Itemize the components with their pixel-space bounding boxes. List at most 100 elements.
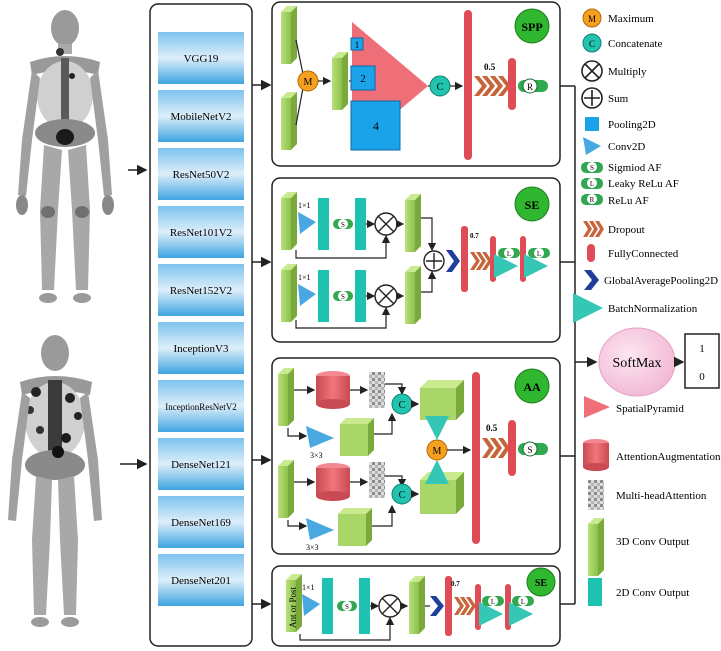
se-module: 1×1 1×1 S S 0.7 xyxy=(271,177,561,343)
bone-scan-anterior xyxy=(16,10,114,303)
se-badge: SE xyxy=(525,198,540,212)
backbone-box xyxy=(158,496,244,548)
aa-concat-2: C xyxy=(399,490,406,501)
legend-multiply-icon xyxy=(581,60,603,82)
legend-mha-label: Multi-headAttention xyxy=(616,490,707,502)
legend-maximum-label: Maximum xyxy=(608,13,654,25)
legend-mha-icon xyxy=(588,480,604,510)
backbone-box xyxy=(158,380,244,432)
aa-conv-2: 3×3 xyxy=(306,543,319,552)
legend-lower: SpatialPyramid AttentionAugmentation Mul… xyxy=(583,396,721,606)
backbone-box xyxy=(158,554,244,606)
se-dropout-rate: 0.7 xyxy=(470,232,479,240)
backbone-label: VGG19 xyxy=(184,53,219,65)
legend-maximum-glyph: M xyxy=(588,14,596,24)
legend-gap-icon xyxy=(584,270,599,290)
legend-relu-glyph: R xyxy=(590,196,595,204)
output-box xyxy=(684,333,720,389)
aa-module: 3×3 3×3 C C M 0.5 xyxy=(271,357,561,555)
backbone-label: DenseNet201 xyxy=(171,575,231,587)
legend-pooling2d-icon xyxy=(585,117,599,131)
backbone-label: ResNet152V2 xyxy=(170,285,232,297)
spp-concat-glyph: C xyxy=(437,82,444,93)
output-class-1: 1 xyxy=(699,343,705,355)
legend-sum-icon xyxy=(581,87,603,109)
legend-attention-aug-icon xyxy=(583,439,609,471)
se-leaky-1: L xyxy=(507,250,511,258)
legend: M Maximum C Concatenate Multiply Sum Poo… xyxy=(573,8,718,323)
legend-leaky-glyph: L xyxy=(590,180,594,188)
legend-dropout-icon xyxy=(583,221,604,237)
spp-fc xyxy=(464,10,472,160)
legend-multiply-label: Multiply xyxy=(608,66,647,78)
legend-gap-label: GlobalAveragePooling2D xyxy=(604,275,718,287)
legend-bn-label: BatchNormalization xyxy=(608,303,698,315)
backbone-label: ResNet50V2 xyxy=(173,169,230,181)
backbone-box xyxy=(158,264,244,316)
pool-label-2: 2 xyxy=(360,73,366,85)
legend-3d-conv-label: 3D Conv Output xyxy=(616,536,689,548)
legend-2d-conv-label: 2D Conv Output xyxy=(616,587,689,599)
legend-sigmoid-glyph: S xyxy=(590,164,594,172)
aa-badge: AA xyxy=(523,380,541,394)
backbone-label: InceptionV3 xyxy=(174,343,229,355)
legend-concatenate-label: Concatenate xyxy=(608,38,662,50)
legend-2d-conv-icon xyxy=(588,578,602,606)
legend-dropout-label: Dropout xyxy=(608,224,645,236)
aa-conv-1: 3×3 xyxy=(310,451,323,460)
backbone-box xyxy=(158,148,244,200)
collector-lines xyxy=(560,85,598,605)
legend-leaky-label: Leaky ReLu AF xyxy=(608,178,679,190)
spp-module: M 1 2 4 C 0.5 R SPP xyxy=(271,1,561,167)
backbone-label: InceptionResNetV2 xyxy=(165,402,236,412)
se-bottom-conv: 1×1 xyxy=(302,583,315,592)
ant-or-post-label: Ant or Post xyxy=(288,586,298,628)
backbone-list: VGG19MobileNetV2ResNet50V2ResNet101V2Res… xyxy=(158,32,244,606)
legend-spatial-pyramid-label: SpatialPyramid xyxy=(616,403,684,415)
se-conv-2: 1×1 xyxy=(298,273,311,282)
legend-sigmoid-label: Sigmiod AF xyxy=(608,162,662,174)
spp-badge: SPP xyxy=(521,20,542,34)
softmax-label: SoftMax xyxy=(613,356,662,371)
backbone-box xyxy=(158,322,244,374)
legend-conv2d-label: Conv2D xyxy=(608,141,645,153)
legend-maximum-icon xyxy=(582,8,602,28)
legend-relu-label: ReLu AF xyxy=(608,195,649,207)
se-bottom-sigmoid: S xyxy=(345,603,349,611)
legend-3d-conv-icon xyxy=(588,518,604,576)
spp-relu-glyph: R xyxy=(527,82,533,92)
se-leaky-2: L xyxy=(537,250,541,258)
legend-sum-label: Sum xyxy=(608,93,629,105)
backbone-label: MobileNetV2 xyxy=(170,111,231,123)
legend-concatenate-icon xyxy=(582,33,602,53)
backbone-label: DenseNet121 xyxy=(171,459,231,471)
se-sigmoid-1: S xyxy=(341,221,345,229)
legend-fc-label: FullyConnected xyxy=(608,248,679,260)
aa-concat-1: C xyxy=(399,400,406,411)
backbone-box xyxy=(158,90,244,142)
se-bottom-leaky-1: L xyxy=(491,598,495,606)
aa-max-glyph: M xyxy=(433,446,442,457)
spp-dropout-rate: 0.5 xyxy=(484,62,496,72)
backbone-label: ResNet101V2 xyxy=(170,227,232,239)
spp-max-glyph: M xyxy=(304,77,313,88)
legend-conv2d-icon xyxy=(583,137,601,155)
se-bottom-dropout-rate: 0.7 xyxy=(451,580,460,588)
legend-spatial-pyramid-icon xyxy=(584,396,610,418)
bone-scan-posterior xyxy=(8,335,102,627)
backbone-box xyxy=(158,438,244,490)
aa-sigmoid-glyph: S xyxy=(527,445,532,455)
backbone-box xyxy=(158,206,244,258)
legend-fc-icon xyxy=(587,244,595,262)
se-sigmoid-2: S xyxy=(341,293,345,301)
se-bottom-module: Ant or Post 1×1 S 0.7 L L SE xyxy=(271,565,561,647)
se-conv-1: 1×1 xyxy=(298,201,311,210)
pool-label-1: 1 xyxy=(355,40,360,50)
legend-concatenate-glyph: C xyxy=(589,39,595,49)
se-bottom-leaky-2: L xyxy=(521,598,525,606)
legend-attention-aug-label: AttentionAugmentation xyxy=(616,451,721,463)
pool-label-4: 4 xyxy=(373,119,379,133)
se-bottom-badge: SE xyxy=(535,578,548,589)
legend-pooling2d-label: Pooling2D xyxy=(608,119,656,131)
